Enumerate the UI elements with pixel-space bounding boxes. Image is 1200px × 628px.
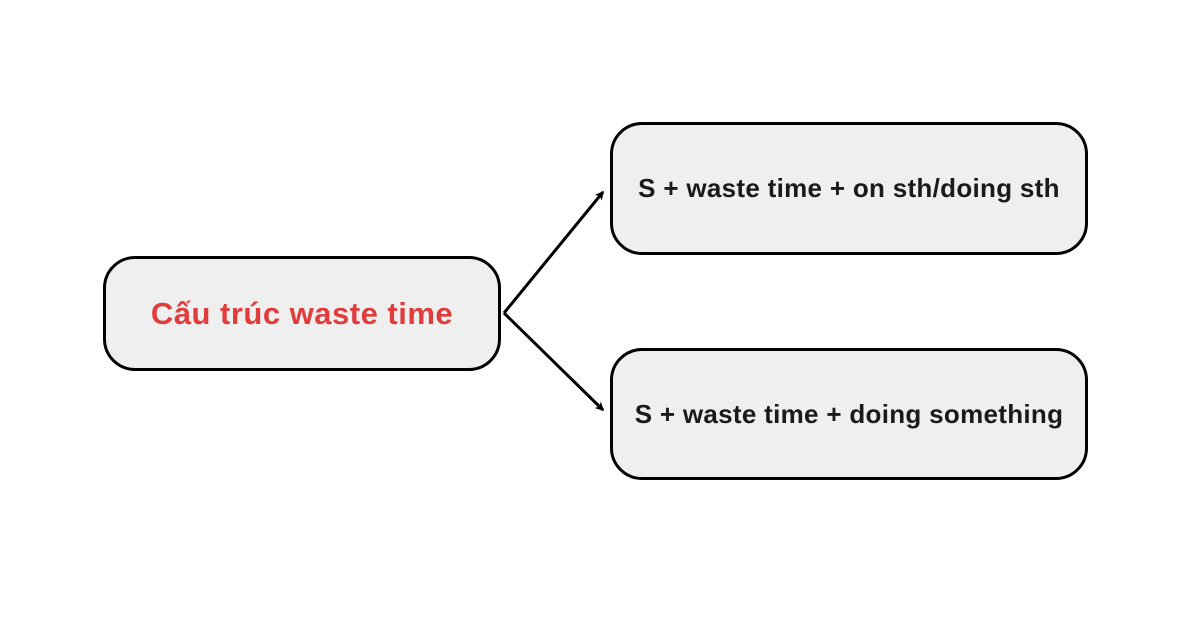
- root-node-label: Cấu trúc waste time: [150, 295, 454, 331]
- branch-node-2: S + waste time + doing something: [610, 348, 1088, 480]
- branch-node-1: S + waste time + on sth/doing sth: [610, 122, 1088, 255]
- branch-node-1-label: S + waste time + on sth/doing sth: [638, 173, 1060, 203]
- root-node: Cấu trúc waste time: [103, 256, 501, 371]
- branch-node-2-label: S + waste time + doing something: [634, 398, 1064, 429]
- arrow-to-branch-2: [502, 311, 605, 412]
- arrow-to-branch-1: [502, 190, 605, 314]
